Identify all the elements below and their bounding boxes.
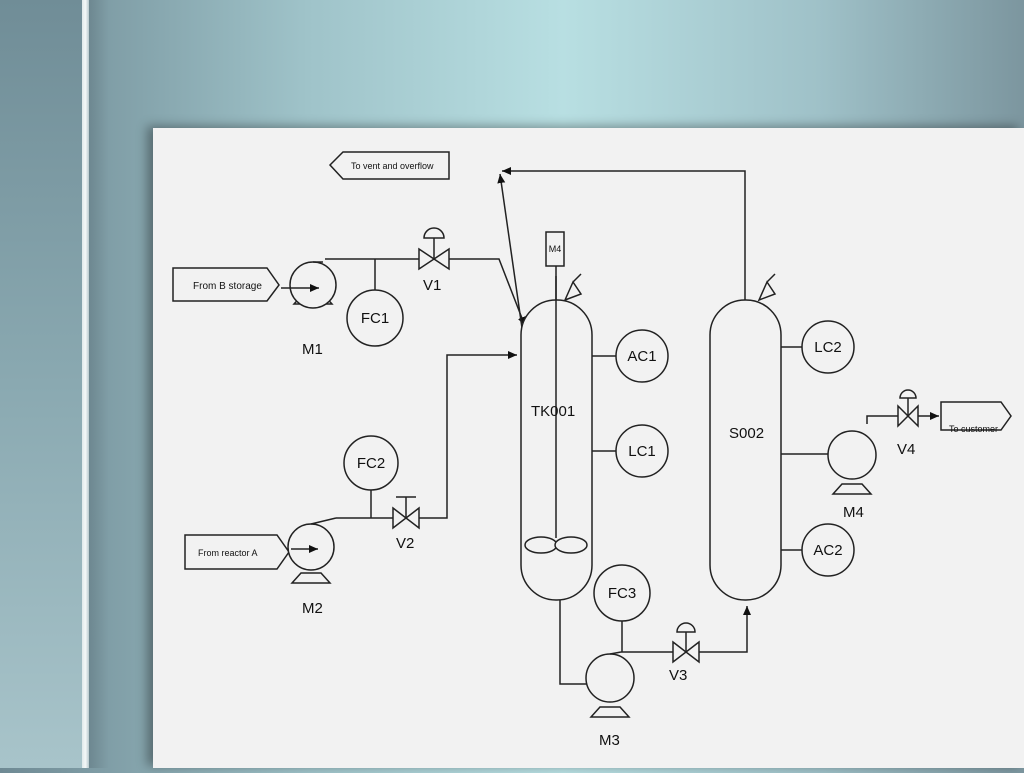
line-tank-to-vent xyxy=(497,173,523,329)
line-separator-to-vent xyxy=(502,167,746,300)
agitator-motor-label: M4 xyxy=(549,244,562,254)
level-controller-lc1: LC1 xyxy=(615,424,669,478)
inner-shade xyxy=(89,0,109,768)
flow-controller-fc3: FC3 xyxy=(593,564,651,622)
pump-m4: M4 xyxy=(827,430,877,521)
separator-s002-label: S002 xyxy=(729,425,764,442)
level-controller-lc2: LC2 xyxy=(801,320,855,374)
valve-v1: V1 xyxy=(418,227,450,294)
pump-m2-label: M2 xyxy=(302,600,323,617)
analyzer-controller-ac1: AC1 xyxy=(615,329,669,383)
left-rail xyxy=(0,0,82,768)
fc1-label: FC1 xyxy=(361,310,389,327)
agitator-motor xyxy=(545,231,565,267)
destination-vent: To vent and overflow xyxy=(328,151,450,180)
flow-controller-fc2: FC2 xyxy=(343,435,399,491)
valve-v1-label: V1 xyxy=(423,277,441,294)
separator-relief-icon xyxy=(757,280,777,302)
pump-m4-label: M4 xyxy=(843,504,864,521)
line-v3-to-separator xyxy=(699,606,751,653)
pump-m1: M1 xyxy=(281,261,337,358)
tank-relief-icon xyxy=(563,280,583,302)
fc3-label: FC3 xyxy=(608,585,636,602)
pump-m3-label: M3 xyxy=(599,732,620,749)
line-v2-to-tank xyxy=(419,351,517,519)
lc2-label: LC2 xyxy=(814,339,842,356)
line-v1-to-tank xyxy=(449,258,526,327)
tank-tk001-label: TK001 xyxy=(531,403,575,420)
tank-tk001: M4 TK001 xyxy=(520,231,593,601)
rail-stripe xyxy=(82,0,89,768)
valve-v2: V2 xyxy=(392,496,420,552)
lc1-label: LC1 xyxy=(628,443,656,460)
destination-customer-label: To customer xyxy=(949,424,998,434)
pid-diagram: From B storage From reactor A To vent an… xyxy=(172,151,1012,749)
diagram-slide: From B storage From reactor A To vent an… xyxy=(153,128,1024,768)
valve-v4: V4 xyxy=(897,389,919,458)
fc2-label: FC2 xyxy=(357,455,385,472)
valve-v2-label: V2 xyxy=(396,535,414,552)
source-b-storage-label: From B storage xyxy=(193,281,262,292)
separator-s002: S002 xyxy=(709,273,782,601)
pump-m2: M2 xyxy=(287,517,337,617)
ac1-label: AC1 xyxy=(627,348,656,365)
flow-controller-fc1: FC1 xyxy=(346,289,404,347)
valve-v3-label: V3 xyxy=(669,667,687,684)
source-reactor-a-label: From reactor A xyxy=(198,548,258,558)
destination-customer: To customer xyxy=(940,401,1012,434)
pump-m3: M3 xyxy=(585,651,635,749)
line-m4-to-v4 xyxy=(866,415,898,424)
source-b-storage: From B storage xyxy=(172,267,280,302)
pump-m1-label: M1 xyxy=(302,341,323,358)
ac2-label: AC2 xyxy=(813,542,842,559)
valve-v3: V3 xyxy=(669,622,700,684)
analyzer-controller-ac2: AC2 xyxy=(801,523,855,577)
destination-vent-label: To vent and overflow xyxy=(351,161,434,171)
source-reactor-a: From reactor A xyxy=(184,534,290,570)
valve-v4-label: V4 xyxy=(897,441,915,458)
